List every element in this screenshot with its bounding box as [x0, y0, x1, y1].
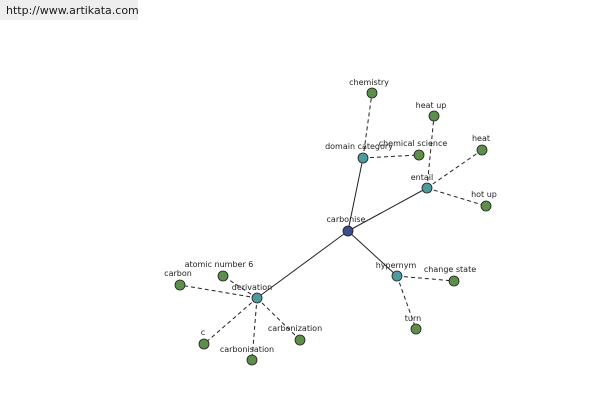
node-chemical-science[interactable] [413, 149, 425, 161]
edge-carbonise-to-hypernym [347, 230, 398, 277]
node-label-entail: entail [411, 173, 433, 182]
node-turn[interactable] [410, 323, 422, 335]
node-label-change-state: change state [424, 265, 476, 274]
edge-derivation-to-carbonization [256, 297, 301, 341]
node-label-derivation: derivation [232, 283, 272, 292]
node-atomic-number-6[interactable] [217, 270, 229, 282]
node-label-turn: turn [405, 314, 421, 323]
node-label-chemistry: chemistry [349, 78, 389, 87]
edge-carbonise-to-domain-category [347, 157, 364, 232]
node-change-state[interactable] [448, 275, 460, 287]
node-label-hypernym: hypernym [376, 261, 417, 270]
edge-domain-category-to-chemistry [362, 92, 373, 159]
node-carbonise[interactable] [342, 225, 354, 237]
node-label-domain-category: domain category [325, 142, 393, 151]
node-label-heat: heat [472, 134, 490, 143]
node-entail[interactable] [421, 182, 433, 194]
edge-domain-category-to-chemical-science [362, 154, 420, 159]
edge-entail-to-heat [426, 149, 483, 189]
nodes-layer [174, 87, 492, 366]
site-url-link[interactable]: http://www.artikata.com [6, 4, 139, 17]
node-label-hot-up: hot up [471, 190, 497, 199]
edge-entail-to-heat-up [426, 115, 435, 189]
node-heat[interactable] [476, 144, 488, 156]
edge-carbonise-to-derivation [256, 230, 349, 299]
node-label-chemical-science: chemical science [379, 139, 448, 148]
node-label-carbon: carbon [164, 269, 192, 278]
edge-carbonise-to-entail [347, 187, 428, 232]
node-carbonisation[interactable] [246, 354, 258, 366]
edge-entail-to-hot-up [426, 187, 487, 207]
edge-derivation-to-carbonisation [251, 297, 258, 361]
node-label-c: c [201, 328, 205, 337]
edge-derivation-to-c [203, 297, 258, 345]
node-hot-up[interactable] [480, 200, 492, 212]
node-label-carbonise: carbonise [327, 215, 366, 224]
node-label-carbonisation: carbonisation [220, 345, 274, 354]
node-domain-category[interactable] [357, 152, 369, 164]
edge-derivation-to-carbon [179, 284, 258, 299]
node-label-atomic-number-6: atomic number 6 [185, 260, 254, 269]
node-label-carbonization: carbonization [268, 324, 322, 333]
edges-layer [179, 92, 487, 361]
node-label-heat-up: heat up [416, 101, 447, 110]
node-chemistry[interactable] [366, 87, 378, 99]
node-derivation[interactable] [251, 292, 263, 304]
node-heat-up[interactable] [428, 110, 440, 122]
node-carbon[interactable] [174, 279, 186, 291]
url-bar: http://www.artikata.com [0, 0, 139, 20]
node-c[interactable] [198, 338, 210, 350]
edge-hypernym-to-turn [396, 275, 417, 330]
node-carbonization[interactable] [294, 334, 306, 346]
labels-layer: carbonise domain category entail hypernym de… [164, 78, 497, 354]
edge-hypernym-to-change-state [396, 275, 455, 282]
node-hypernym[interactable] [391, 270, 403, 282]
